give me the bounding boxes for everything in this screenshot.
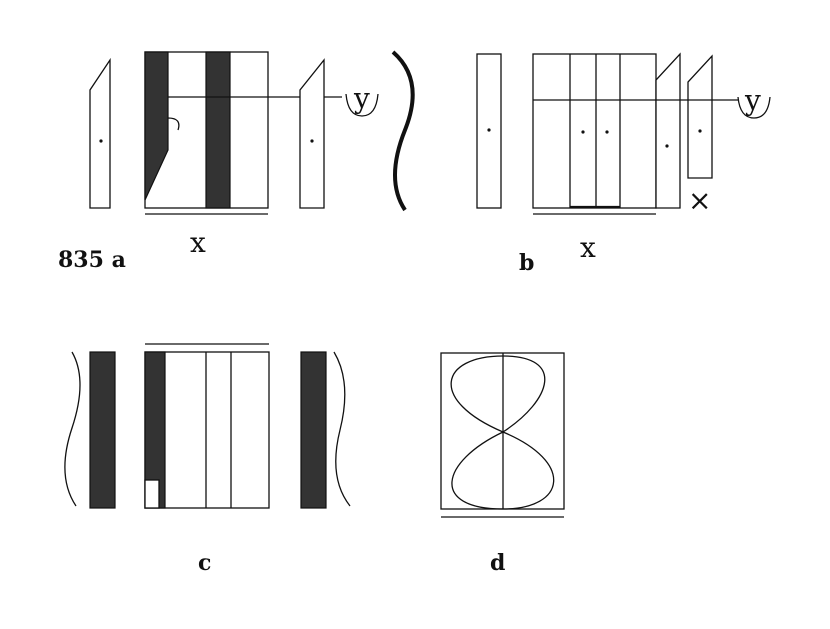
panel-d-s-curve-outer bbox=[451, 355, 546, 510]
panel-b-cross-symbol: × bbox=[688, 184, 711, 217]
panel-a-dark-column-left bbox=[144, 51, 169, 201]
panel-a-label: 835 a bbox=[58, 247, 126, 273]
panel-b-slant-strip-1 bbox=[655, 52, 681, 209]
panel-a-x-symbol: x bbox=[190, 226, 206, 259]
panel-a-right-strip-dot bbox=[310, 139, 314, 143]
panel-c: c bbox=[64, 343, 351, 576]
panel-b-y-arc bbox=[737, 96, 771, 119]
panel-a-hook bbox=[167, 117, 180, 131]
panel-b-label: b bbox=[519, 250, 534, 276]
panel-a-right-strip bbox=[299, 58, 325, 209]
panel-c-left-dark-strip bbox=[89, 351, 116, 509]
panel-c-label: c bbox=[198, 550, 211, 576]
panel-a-dark-column-mid bbox=[205, 51, 231, 209]
panel-a-y-arc bbox=[345, 93, 379, 117]
panel-b-main-block bbox=[532, 53, 657, 209]
panel-b-y-symbol: y bbox=[744, 84, 761, 117]
panel-a-y-symbol: y bbox=[353, 82, 370, 115]
panel-d-label: d bbox=[490, 550, 505, 576]
panel-b: y × x b bbox=[476, 52, 771, 276]
panel-a-left-strip-dot bbox=[99, 139, 103, 143]
panel-b-x-symbol: x bbox=[580, 231, 596, 264]
panel-c-right-wave bbox=[333, 351, 351, 507]
panel-c-right-dark-strip bbox=[300, 351, 327, 509]
panel-d: d bbox=[440, 352, 565, 576]
panel-c-main-block bbox=[144, 351, 270, 509]
panel-b-slant-strip-1-dot bbox=[665, 144, 669, 148]
panel-a-curve-bracket bbox=[391, 50, 415, 212]
panel-a-left-strip bbox=[89, 57, 111, 209]
panel-b-slant-strip-2 bbox=[687, 54, 713, 179]
panel-c-white-notch bbox=[144, 479, 160, 509]
panel-a: y x 835 a bbox=[58, 50, 415, 273]
panel-b-dot-1 bbox=[581, 130, 585, 134]
panel-b-slant-strip-2-dot bbox=[698, 129, 702, 133]
panel-b-dot-2 bbox=[605, 130, 609, 134]
panel-c-left-wave bbox=[64, 351, 81, 507]
panel-b-left-strip-dot bbox=[487, 128, 491, 132]
